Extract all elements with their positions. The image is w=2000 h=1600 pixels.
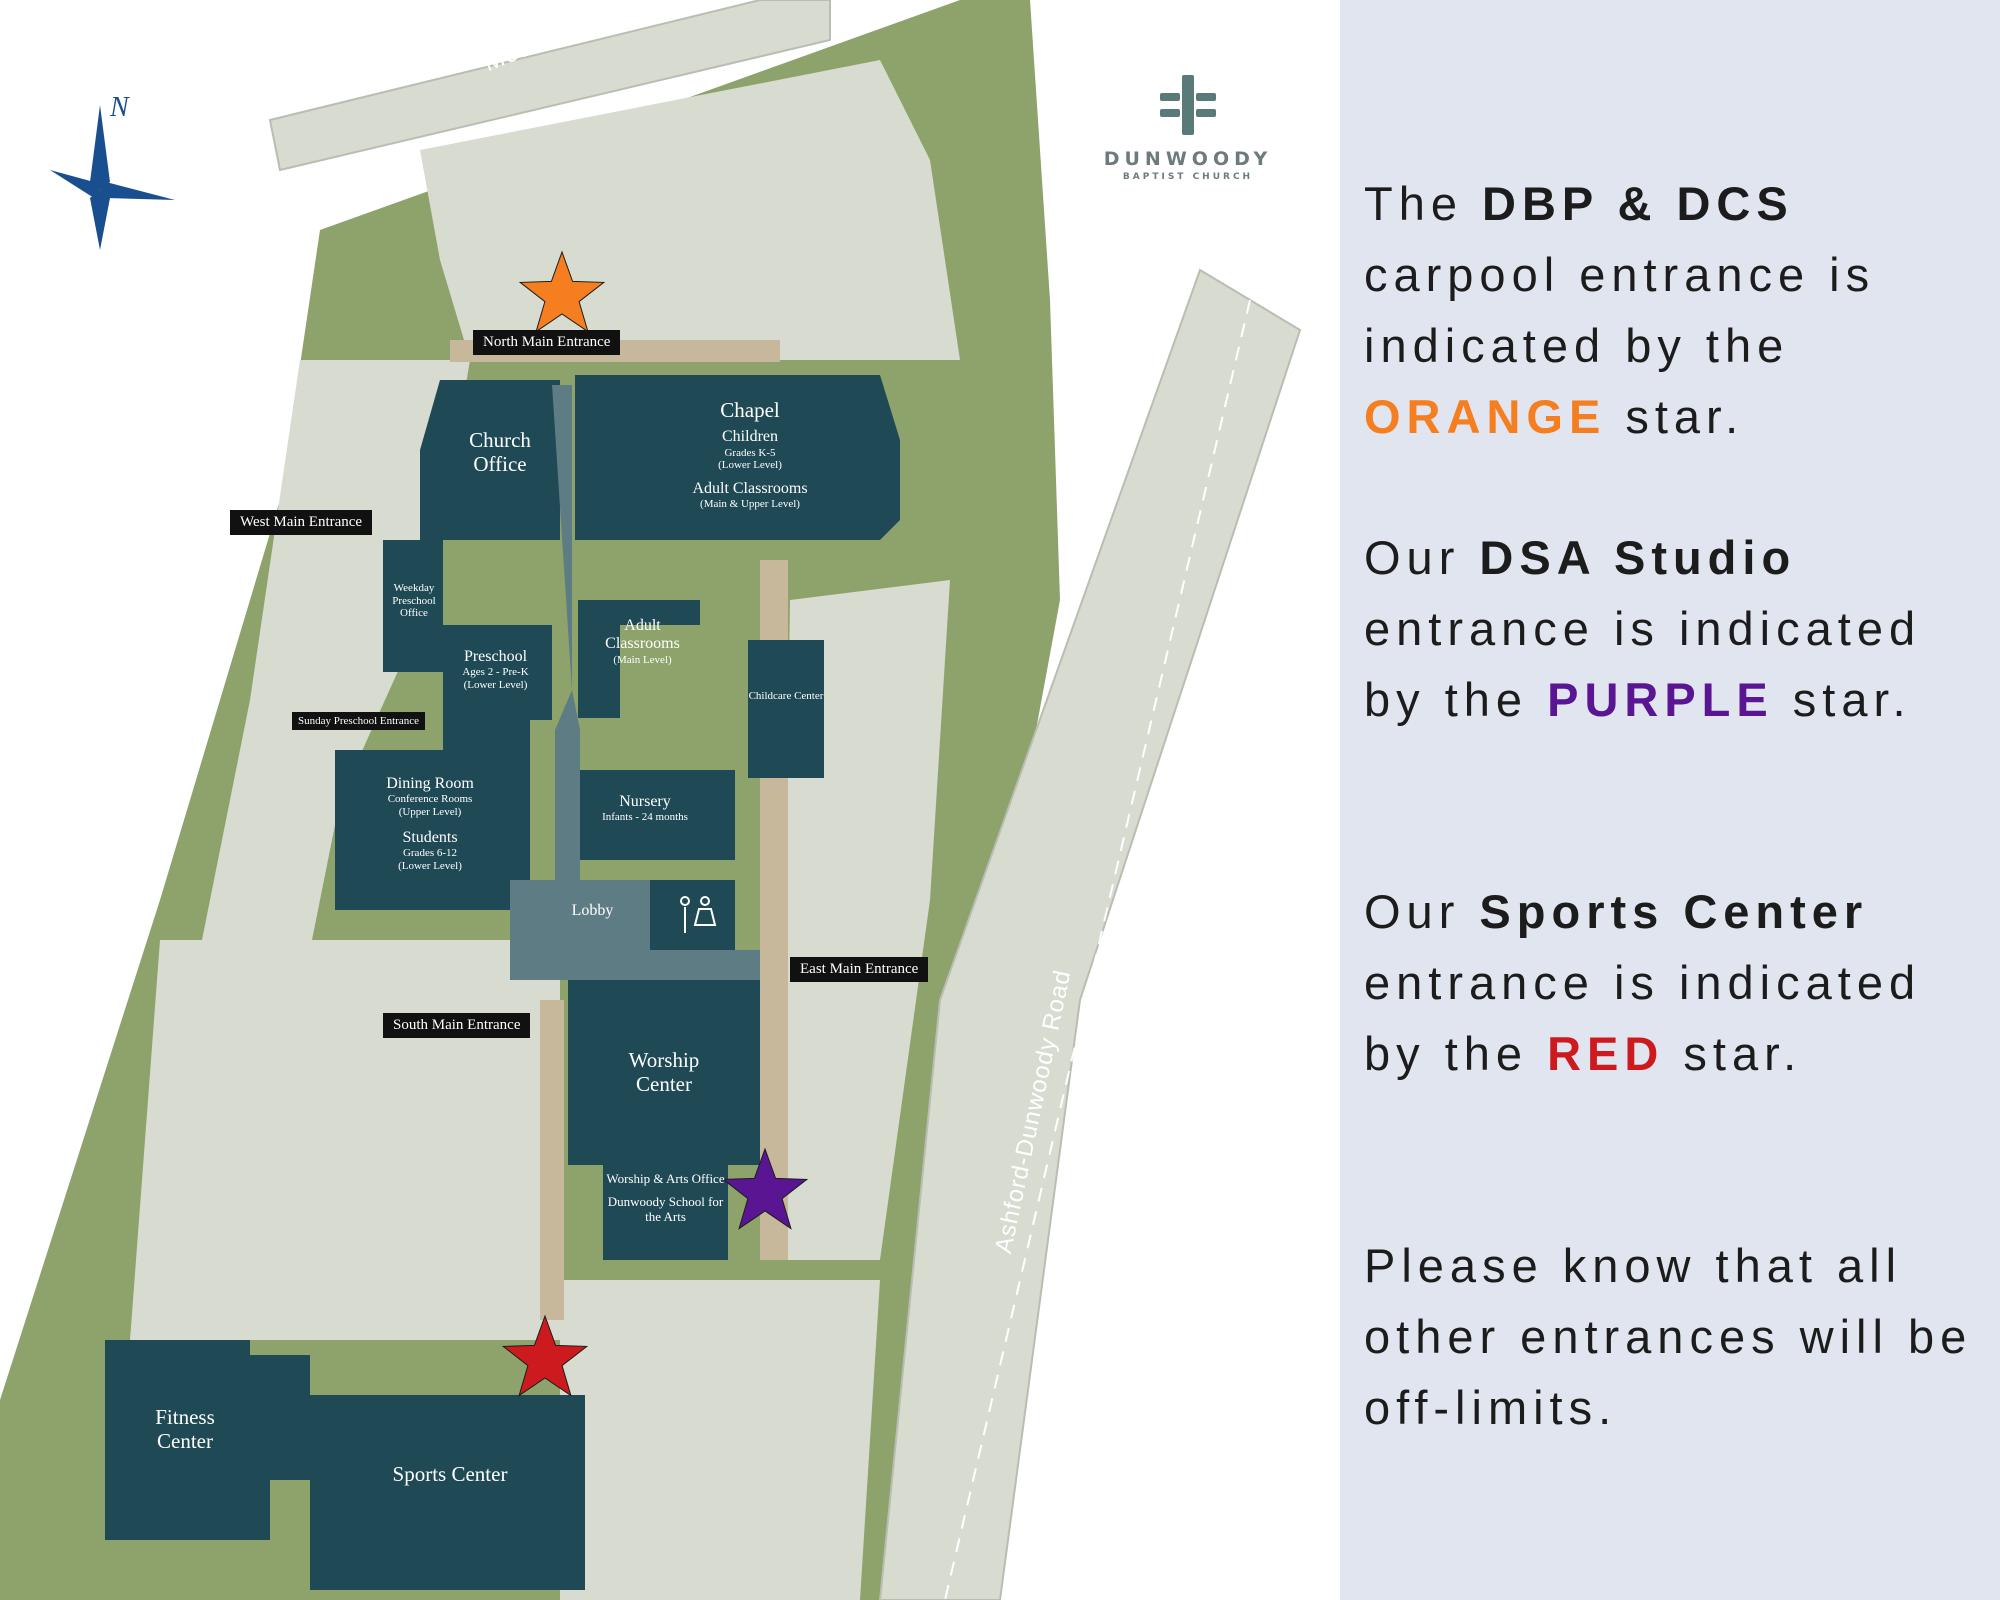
entrance-south-main: South Main Entrance xyxy=(383,1013,531,1038)
parking-lot-southeast xyxy=(560,1280,880,1600)
carpool-highlight: DBP & DCS xyxy=(1482,177,1794,230)
building-weekday-preschool xyxy=(383,540,443,672)
sports-highlight: Sports Center xyxy=(1479,885,1869,938)
entrance-east-main: East Main Entrance xyxy=(790,957,929,982)
purple-star-icon xyxy=(721,1147,809,1230)
paragraph-off-limits: Please know that all other entrances wil… xyxy=(1364,1239,1973,1434)
restroom-icon xyxy=(680,896,717,933)
mount-vernon-road xyxy=(268,0,831,172)
parking-lot-south xyxy=(130,940,560,1340)
walkway-south xyxy=(540,1000,564,1320)
map-drawing xyxy=(0,0,1302,1600)
label-preschool: Preschool Ages 2 - Pre-K (Lower Level) xyxy=(462,648,529,692)
building-church-office xyxy=(420,380,560,540)
paragraph-sports-center: Our Sports Center entrance is indicated … xyxy=(1364,885,1922,1080)
building-adult-classrooms xyxy=(578,600,700,718)
label-childcare: Childcare Center xyxy=(748,690,824,702)
label-worship-center: Worship Center xyxy=(628,1048,700,1097)
building-chapel xyxy=(575,375,900,540)
ashford-dunwoody-road xyxy=(878,268,1302,1600)
building-lobby xyxy=(510,385,760,980)
building-worship-arts xyxy=(603,1165,728,1260)
building-nursery xyxy=(555,770,735,860)
compass-north-label: N xyxy=(110,92,129,123)
building-childcare xyxy=(748,640,824,778)
label-chapel: Chapel Children Grades K-5 (Lower Level)… xyxy=(692,398,808,511)
label-church-office: Church Office xyxy=(469,428,531,477)
entrance-west-main: West Main Entrance xyxy=(230,510,373,535)
red-star-icon xyxy=(501,1314,589,1397)
paragraph-dsa-studio: Our DSA Studio entrance is indicated by … xyxy=(1364,531,1922,726)
road-center-line xyxy=(944,299,1251,1600)
logo-name: DUNWOODY xyxy=(1103,148,1273,170)
purple-label: PURPLE xyxy=(1547,673,1774,726)
label-dining-students: Dining Room Conference Rooms (Upper Leve… xyxy=(386,775,474,872)
compass-rose-icon xyxy=(50,105,175,250)
entrance-north-main: North Main Entrance xyxy=(473,330,621,355)
label-worship-arts: Worship & Arts Office Dunwoody School fo… xyxy=(606,1171,725,1224)
building-fitness-center xyxy=(105,1340,585,1590)
paragraph-carpool: The DBP & DCS carpool entrance is indica… xyxy=(1364,177,1876,443)
building-worship-center xyxy=(568,980,760,1165)
label-nursery: Nursery Infants - 24 months xyxy=(602,793,688,824)
label-fitness-center: Fitness Center xyxy=(155,1405,215,1454)
label-weekday-preschool: Weekday Preschool Office xyxy=(392,582,436,620)
label-lobby: Lobby xyxy=(571,902,614,919)
orange-star-icon xyxy=(518,250,606,333)
label-adult-classrooms: Adult Classrooms (Main Level) xyxy=(605,617,680,666)
label-sports-center: Sports Center xyxy=(392,1462,508,1486)
entrance-sunday-preschool: Sunday Preschool Entrance xyxy=(292,712,425,730)
dsa-highlight: DSA Studio xyxy=(1479,531,1797,584)
orange-label: ORANGE xyxy=(1364,390,1607,443)
campus-map: Mount Vernon Road Ashford-Dunwoody Road … xyxy=(0,0,1308,1600)
building-dining-students xyxy=(335,750,530,910)
dunwoody-logo: DUNWOODY BAPTIST CHURCH xyxy=(1068,70,1308,182)
dunwoody-logo-icon xyxy=(1160,75,1216,135)
info-panel: The DBP & DCS carpool entrance is indica… xyxy=(1340,0,2000,1600)
building-restrooms xyxy=(650,880,735,950)
red-label: RED xyxy=(1547,1027,1665,1080)
logo-subtitle: BAPTIST CHURCH xyxy=(1122,172,1254,182)
